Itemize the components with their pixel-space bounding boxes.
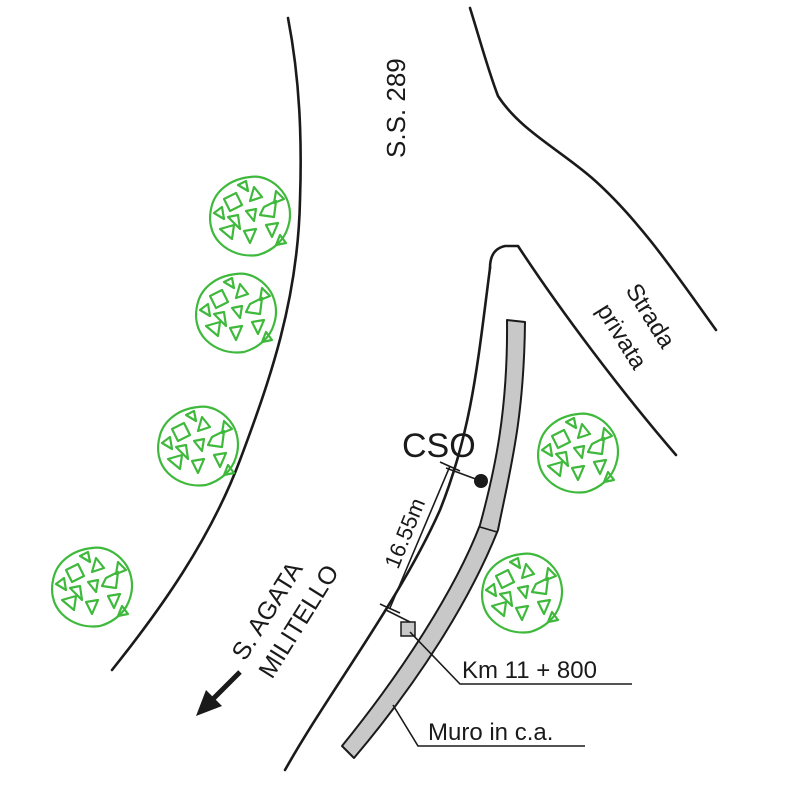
road-right-edge [283, 266, 492, 772]
tree [208, 175, 292, 257]
island-tip [488, 244, 678, 457]
retaining-wall [341, 319, 526, 759]
wall-leader [392, 704, 585, 747]
tree [50, 546, 134, 628]
road-left-edge [110, 16, 302, 672]
wall-label: Muro in c.a. [428, 719, 553, 746]
point-label: CSO [402, 427, 476, 465]
tree [536, 412, 620, 494]
wall-joint [479, 526, 498, 533]
distance-dimension [379, 461, 482, 623]
road-main-label: S.S. 289 [381, 58, 411, 158]
km-leader [409, 631, 632, 685]
tree [194, 272, 278, 354]
tree [156, 405, 240, 487]
tree [480, 552, 564, 634]
km-label: Km 11 + 800 [462, 657, 597, 684]
direction-arrow [196, 670, 242, 716]
distance-label: 16.55m [379, 494, 430, 571]
upper-right-road [468, 6, 718, 332]
